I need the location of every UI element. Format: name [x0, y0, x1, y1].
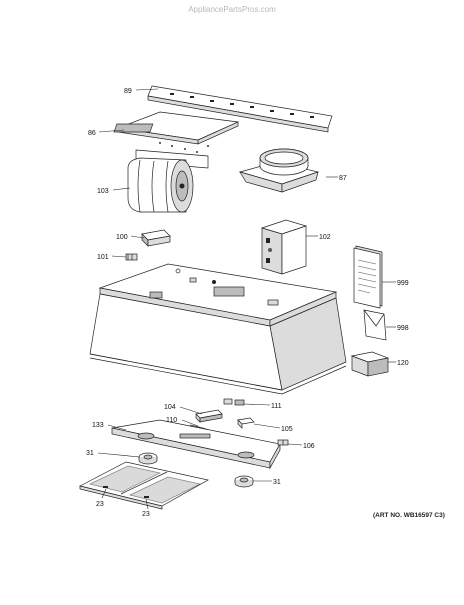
part-105-light-part[interactable] — [237, 417, 255, 429]
part-106-small-part[interactable] — [277, 439, 289, 446]
callout-23-right: 23 — [142, 511, 150, 518]
part-23-filters[interactable] — [79, 461, 209, 510]
callout-31-right: 31 — [273, 479, 281, 486]
part-999-manual[interactable] — [353, 245, 383, 309]
callout-133: 133 — [92, 422, 104, 429]
part-111-small-part[interactable] — [223, 398, 245, 406]
callout-101: 101 — [97, 254, 109, 261]
part-103-blower[interactable] — [127, 149, 209, 213]
callout-100: 100 — [116, 234, 128, 241]
callout-86: 86 — [88, 130, 96, 137]
callout-102: 102 — [319, 234, 331, 241]
callout-120: 120 — [397, 360, 409, 367]
callout-103: 103 — [97, 188, 109, 195]
callout-106: 106 — [303, 443, 315, 450]
callout-111: 111 — [271, 403, 282, 410]
art-number: (ART NO. WB16597 C3) — [373, 512, 445, 519]
callout-23-left: 23 — [96, 501, 104, 508]
callout-104: 104 — [164, 404, 176, 411]
callout-999: 999 — [397, 280, 409, 287]
callout-105: 105 — [281, 426, 293, 433]
part-133-bottom-panel[interactable] — [111, 419, 281, 470]
part-998-envelope[interactable] — [363, 309, 387, 341]
hood-body[interactable] — [89, 263, 347, 395]
callout-89: 89 — [124, 88, 132, 95]
callout-998: 998 — [397, 325, 409, 332]
callout-110: 110 — [166, 417, 177, 424]
part-120-box[interactable] — [350, 351, 390, 377]
callout-31-left: 31 — [86, 450, 94, 457]
part-102-control-box[interactable] — [260, 219, 308, 275]
part-101-clip[interactable] — [125, 253, 138, 261]
watermark: AppliancePartsPros.com — [188, 5, 276, 14]
part-87-duct-adapter[interactable] — [238, 148, 320, 193]
part-89-bracket[interactable] — [147, 85, 333, 133]
part-100-component[interactable] — [141, 229, 171, 247]
part-31-lens-left[interactable] — [138, 452, 158, 465]
callout-87: 87 — [339, 175, 347, 182]
part-104-switch[interactable] — [195, 409, 223, 423]
leader-lines — [97, 88, 396, 510]
part-31-lens-right[interactable] — [234, 475, 254, 488]
part-86-plate[interactable] — [113, 111, 240, 153]
